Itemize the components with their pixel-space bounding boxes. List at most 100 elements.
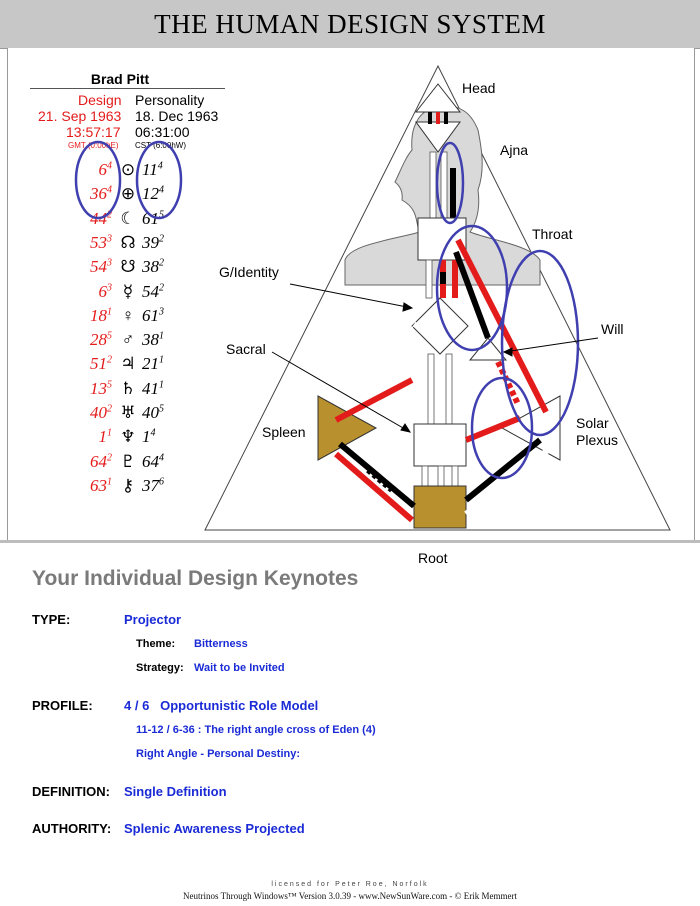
design-line: 3 (107, 257, 112, 269)
personality-gate: 1 (142, 427, 151, 447)
label-g-identity: G/Identity (219, 264, 279, 280)
planet-symbol-icon: ⊙ (120, 160, 136, 179)
type-value: Projector (124, 612, 182, 627)
circle-throat (435, 224, 509, 352)
design-activation: 181 (90, 306, 112, 326)
personality-timezone: CST (6:00hW) (135, 141, 186, 150)
person-name: Brad Pitt (90, 71, 150, 87)
keynotes-heading: Your Individual Design Keynotes (32, 567, 359, 590)
personality-line: 4 (150, 427, 156, 439)
design-line: 3 (107, 233, 112, 245)
design-gate: 13 (90, 378, 107, 398)
personality-line: 4 (159, 184, 164, 196)
personality-activation: 114 (142, 160, 163, 180)
circle-design-sun (74, 140, 122, 220)
personality-gate: 39 (142, 232, 159, 252)
personality-activation: 644 (142, 452, 164, 472)
throat-g-channels (425, 259, 458, 299)
planet-row: 402♅405 (64, 403, 204, 427)
definition-label: DEFINITION: (32, 784, 110, 799)
personality-activation: 411 (142, 379, 164, 399)
planet-symbol-icon: ♀ (121, 305, 135, 325)
design-gate: 54 (90, 257, 107, 277)
personality-line: 2 (159, 257, 164, 269)
section-divider (0, 540, 700, 543)
planet-row: 135 ♄ 411 (64, 379, 204, 403)
design-activation: 64 (99, 160, 113, 180)
design-line: 2 (107, 208, 112, 220)
design-gate: 53 (90, 232, 107, 252)
design-gate: 6 (98, 160, 108, 179)
planet-row: 364⊕124 (64, 184, 204, 208)
circle-will (500, 249, 580, 437)
personality-gate: 21 (142, 354, 159, 374)
planet-symbol-icon: ♄ (120, 378, 136, 398)
personality-gate: 38 (142, 330, 159, 350)
profile-label: PROFILE: (32, 698, 93, 713)
planet-symbol-icon: ⚷ (121, 475, 135, 495)
sacral-root-channels (421, 465, 459, 487)
design-gate: 18 (90, 305, 107, 325)
design-line: 1 (107, 306, 112, 318)
personality-activation: 211 (142, 354, 164, 374)
planet-symbol-icon: ☾ (120, 208, 136, 228)
planet-symbol-icon: ♆ (120, 427, 136, 447)
design-activation: 402 (90, 403, 112, 423)
planet-row: 11♆14 (64, 427, 204, 451)
planet-row: 533☊392 (64, 233, 204, 257)
design-gate: 6 (98, 281, 108, 301)
personality-line: 4 (159, 451, 164, 463)
type-label: TYPE: (32, 612, 71, 627)
design-gate: 36 (90, 184, 107, 204)
credit-text: Neutrinos Through Windows™ Version 3.0.3… (183, 891, 517, 901)
personality-line: 1 (159, 354, 164, 366)
strategy-value: Wait to be Invited (194, 662, 285, 674)
personality-activation: 382 (142, 257, 164, 277)
design-line: 4 (107, 184, 112, 196)
personality-activation: 392 (142, 233, 164, 253)
design-activation: 543 (90, 257, 112, 277)
design-line: 2 (107, 451, 112, 463)
personality-line: 3 (159, 306, 164, 318)
planet-row: 512♃211 (64, 354, 204, 378)
strategy-label: Strategy: (136, 662, 184, 674)
personality-line: 2 (159, 233, 164, 245)
root-center (413, 485, 467, 529)
design-gate: 63 (90, 475, 107, 495)
label-root: Root (418, 550, 448, 566)
personality-gate: 41 (142, 378, 159, 398)
personality-activation: 376 (142, 476, 164, 496)
planet-row: 285♂381 (64, 330, 204, 354)
circle-solar (470, 376, 534, 480)
planet-symbol-icon: ☿ (122, 281, 134, 301)
design-line: 4 (107, 160, 112, 172)
design-gate: 40 (90, 403, 107, 422)
personality-activation: 613 (142, 306, 164, 326)
planet-symbol-icon: ♅ (120, 403, 136, 422)
personality-label: Personality (135, 92, 205, 108)
theme-label: Theme: (136, 638, 176, 650)
personality-gate: 61 (142, 305, 159, 325)
personality-line: 1 (159, 379, 164, 391)
design-line: 3 (107, 281, 112, 293)
authority-value: Splenic Awareness Projected (124, 821, 305, 836)
label-will: Will (601, 321, 624, 337)
planet-symbol-icon: ♂ (121, 330, 135, 350)
highlight-circles (74, 140, 580, 480)
planet-symbol-icon: ⊕ (120, 184, 136, 204)
design-activation: 631 (90, 476, 112, 496)
planet-symbol-icon: ♃ (120, 354, 136, 374)
design-line: 1 (107, 476, 112, 488)
design-timezone: GMT (0:00hE) (68, 141, 119, 150)
planet-row: 543☋382 (64, 257, 204, 281)
personality-date: 18. Dec 1963 (135, 108, 219, 124)
profile-value: 4 / 6 Opportunistic Role Model (124, 698, 319, 713)
design-activation: 135 (90, 379, 112, 399)
label-spleen: Spleen (262, 424, 306, 440)
label-ajna: Ajna (500, 142, 529, 158)
design-gate: 51 (90, 354, 107, 374)
angle-value: Right Angle - Personal Destiny: (136, 748, 301, 760)
design-activation: 285 (90, 330, 112, 350)
planet-row: 181 ♀ 613 (64, 306, 204, 330)
personality-activation: 124 (142, 184, 164, 204)
